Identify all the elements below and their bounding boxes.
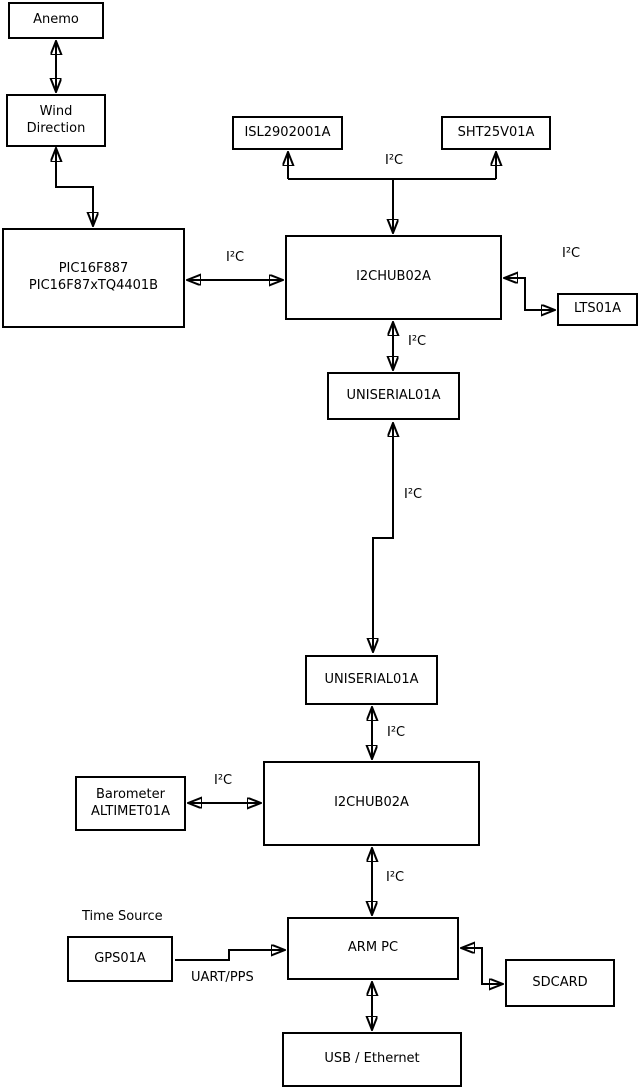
edge-label-i2c-sensors-top: I²C — [385, 153, 404, 168]
edge-label-i2c-pic-hub1: I²C — [226, 250, 245, 265]
edge-label-i2c-baro-hub2: I²C — [214, 773, 233, 788]
node-uniserial01a-1: UNISERIAL01A — [327, 372, 460, 420]
edge-armpc-sdcard — [461, 948, 503, 984]
node-uniserial01a-2: UNISERIAL01A — [305, 655, 438, 705]
edge-hub1-lts — [504, 278, 555, 310]
node-isl2902001a: ISL2902001A — [232, 116, 343, 150]
node-i2chub02a-1: I2CHUB02A — [285, 235, 502, 320]
edge-label-i2c-hub1-uni1: I²C — [408, 334, 427, 349]
node-sht25v01a: SHT25V01A — [441, 116, 551, 150]
node-wind-direction: Wind Direction — [6, 94, 106, 147]
node-anemo: Anemo — [8, 2, 104, 39]
edge-label-i2c-hub1-lts: I²C — [562, 246, 581, 261]
edge-label-i2c-hub2-armpc: I²C — [386, 870, 405, 885]
node-lts01a: LTS01A — [557, 293, 638, 326]
node-usb-ethernet: USB / Ethernet — [282, 1032, 462, 1087]
node-barometer-altimet01a: Barometer ALTIMET01A — [75, 776, 186, 831]
node-i2chub02a-2: I2CHUB02A — [263, 761, 480, 846]
node-arm-pc: ARM PC — [287, 917, 459, 980]
edge-label-i2c-uni2-hub2: I²C — [387, 725, 406, 740]
edge-label-uart-pps: UART/PPS — [191, 970, 254, 985]
annotation-time-source: Time Source — [82, 909, 163, 924]
edge-uniserial1-uniserial2 — [373, 423, 393, 652]
node-sdcard: SDCARD — [505, 959, 615, 1007]
edge-wind-pic — [56, 148, 93, 226]
edge-gps-armpc — [175, 950, 285, 961]
node-pic16f887: PIC16F887 PIC16F87xTQ4401B — [2, 228, 185, 328]
edge-label-i2c-uni1-uni2: I²C — [404, 487, 423, 502]
node-gps01a: GPS01A — [67, 936, 173, 982]
